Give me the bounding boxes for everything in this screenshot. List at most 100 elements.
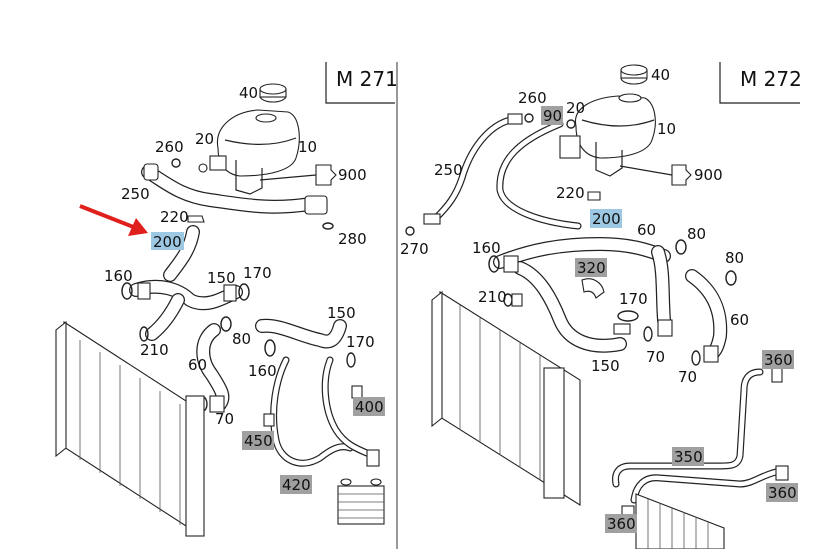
sensor-900-right: [619, 164, 692, 186]
highlight-360a-right: [762, 350, 794, 369]
ring-280-left: [322, 222, 334, 230]
label-60b-right: 60: [730, 311, 749, 329]
title-m271: M 271: [336, 67, 398, 91]
ring-160-right: [488, 255, 500, 273]
label-900-right: 900: [694, 166, 723, 184]
highlight-90-right: [541, 106, 563, 125]
label-150b-left: 150: [327, 304, 356, 322]
expansion-tank-left: [198, 109, 300, 195]
clip-220-left: [187, 215, 205, 223]
label-170a-left: 170: [243, 264, 272, 282]
highlight-200-right: [590, 209, 622, 228]
ring-210-left: [139, 326, 149, 342]
clamp-left-a: [137, 282, 151, 300]
fitting-right-b: [613, 323, 631, 335]
clamp-left-b: [223, 284, 237, 302]
label-60-right: 60: [637, 221, 656, 239]
expansion-tank-right: [559, 93, 656, 177]
highlight-450-left: [242, 431, 274, 450]
label-360a-right: 360: [764, 351, 793, 369]
label-220-left: 220: [160, 208, 189, 226]
label-20-right: 20: [566, 99, 585, 117]
label-80-left: 80: [232, 330, 251, 348]
label-250-right: 250: [434, 161, 463, 179]
label-320-right: 320: [577, 259, 606, 277]
ring-170-left: [238, 283, 250, 301]
label-10-right: 10: [657, 120, 676, 138]
clip-450-left: [263, 413, 275, 427]
label-80a-right: 80: [687, 225, 706, 243]
ring-260-left: [171, 158, 181, 168]
clamp-left-c: [209, 395, 225, 413]
label-450-left: 450: [244, 432, 273, 450]
label-70a-right: 70: [646, 348, 665, 366]
clamp-right-b: [657, 319, 673, 337]
clip-220-right: [587, 191, 601, 201]
labels-right: 40 260 90 20 10 250 900 220 200 270 160 …: [400, 66, 798, 533]
label-360b-right: 360: [768, 484, 797, 502]
label-40-right: 40: [651, 66, 670, 84]
fitting-360b-right: [775, 465, 789, 481]
label-150-right: 150: [591, 357, 620, 375]
label-270-right: 270: [400, 240, 429, 258]
ring-260-right: [524, 113, 534, 123]
highlight-400-left: [353, 397, 385, 416]
ring-80a-right: [675, 239, 687, 255]
label-40-left: 40: [239, 84, 258, 102]
fitting-270-right: [423, 213, 441, 225]
label-210-left: 210: [140, 341, 169, 359]
label-60-left: 60: [188, 356, 207, 374]
label-160-left: 160: [104, 267, 133, 285]
title-box-right: M 272: [719, 62, 802, 104]
label-150a-left: 150: [207, 269, 236, 287]
clamp-right-c: [703, 345, 719, 363]
ring-270-right: [405, 226, 415, 236]
label-420-left: 420: [282, 476, 311, 494]
label-200-left: 200: [153, 233, 182, 251]
ring-160b-left: [264, 339, 276, 357]
sensor-900-left: [259, 164, 337, 186]
label-70-left: 70: [215, 410, 234, 428]
label-20-left: 20: [195, 130, 214, 148]
clip-320-right: [581, 278, 605, 299]
oil-cooler-right: [635, 493, 725, 549]
label-170b-left: 170: [346, 333, 375, 351]
label-280-left: 280: [338, 230, 367, 248]
ring-20-right: [566, 119, 576, 129]
label-80b-right: 80: [725, 249, 744, 267]
highlight-320-right: [575, 258, 607, 277]
hose-250-left: [143, 163, 328, 215]
ring-170b-left: [346, 352, 356, 368]
highlight-360b-right: [766, 483, 798, 502]
label-70b-right: 70: [678, 368, 697, 386]
clip-400-left: [351, 385, 363, 399]
label-400-left: 400: [355, 398, 384, 416]
radiator-left: [55, 320, 205, 537]
fitting-210-right: [511, 293, 523, 307]
label-200-right: 200: [592, 210, 621, 228]
pointer-arrow: [79, 204, 148, 236]
label-160-right: 160: [472, 239, 501, 257]
label-260-left: 260: [155, 138, 184, 156]
ring-170-right: [617, 310, 639, 322]
clamp-right-a: [503, 255, 519, 273]
title-box-left: M 271: [325, 62, 398, 104]
label-220-right: 220: [556, 184, 585, 202]
label-350-right: 350: [674, 448, 703, 466]
radiator-right: [431, 290, 581, 506]
labels-left: 40 10 20 260 250 900 220 200 280 160 150…: [104, 84, 385, 494]
title-m272: M 272: [740, 67, 802, 91]
label-210-right: 210: [478, 288, 507, 306]
highlight-200-left: [151, 232, 184, 250]
label-160b-left: 160: [248, 362, 277, 380]
fitting-right-a: [507, 113, 523, 125]
fitting-left-a: [366, 449, 380, 467]
highlight-350-right: [672, 447, 704, 466]
label-250-left: 250: [121, 185, 150, 203]
tank-cap-right: [620, 64, 648, 85]
label-170-right: 170: [619, 290, 648, 308]
label-260-right: 260: [518, 89, 547, 107]
ring-80-left: [220, 316, 232, 332]
